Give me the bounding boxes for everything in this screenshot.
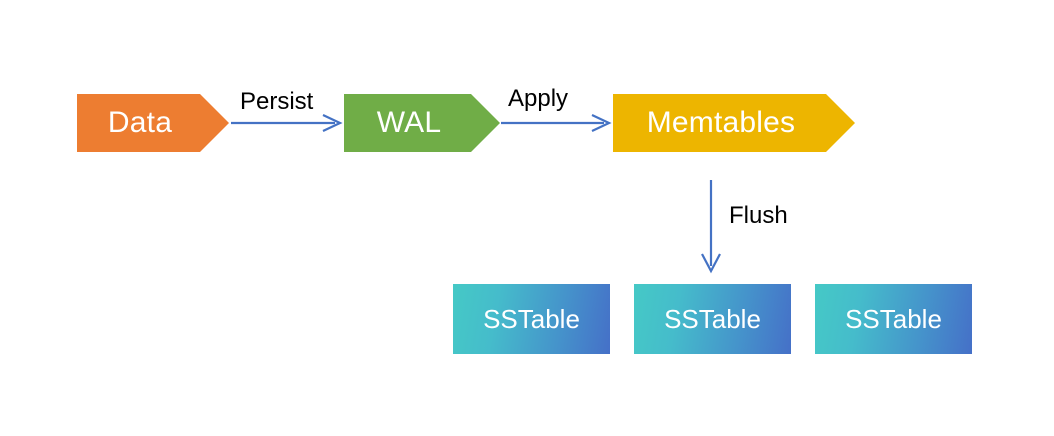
edge-label-apply: Apply bbox=[508, 85, 569, 112]
edge-apply bbox=[501, 114, 612, 132]
node-data[interactable]: Data bbox=[77, 94, 229, 152]
node-sstable-2-label: SSTable bbox=[664, 303, 761, 334]
node-sstable-3[interactable]: SSTable bbox=[815, 284, 972, 354]
node-sstable-2[interactable]: SSTable bbox=[634, 284, 791, 354]
edge-apply-arrowhead-icon bbox=[591, 114, 612, 132]
edge-flush-arrowhead-icon bbox=[701, 253, 721, 274]
edge-label-persist: Persist bbox=[240, 88, 314, 115]
node-memtables[interactable]: Memtables bbox=[613, 94, 855, 152]
node-memtables-label: Memtables bbox=[646, 106, 796, 139]
node-wal-label: WAL bbox=[376, 106, 442, 139]
edge-persist bbox=[231, 114, 343, 132]
edge-flush bbox=[701, 180, 721, 274]
node-sstable-1[interactable]: SSTable bbox=[453, 284, 610, 354]
node-sstable-3-label: SSTable bbox=[845, 303, 942, 334]
edge-persist-arrowhead-icon bbox=[322, 114, 343, 132]
node-sstable-1-label: SSTable bbox=[483, 303, 580, 334]
edge-label-flush: Flush bbox=[729, 202, 788, 229]
node-wal[interactable]: WAL bbox=[344, 94, 500, 152]
node-data-label: Data bbox=[107, 106, 173, 139]
